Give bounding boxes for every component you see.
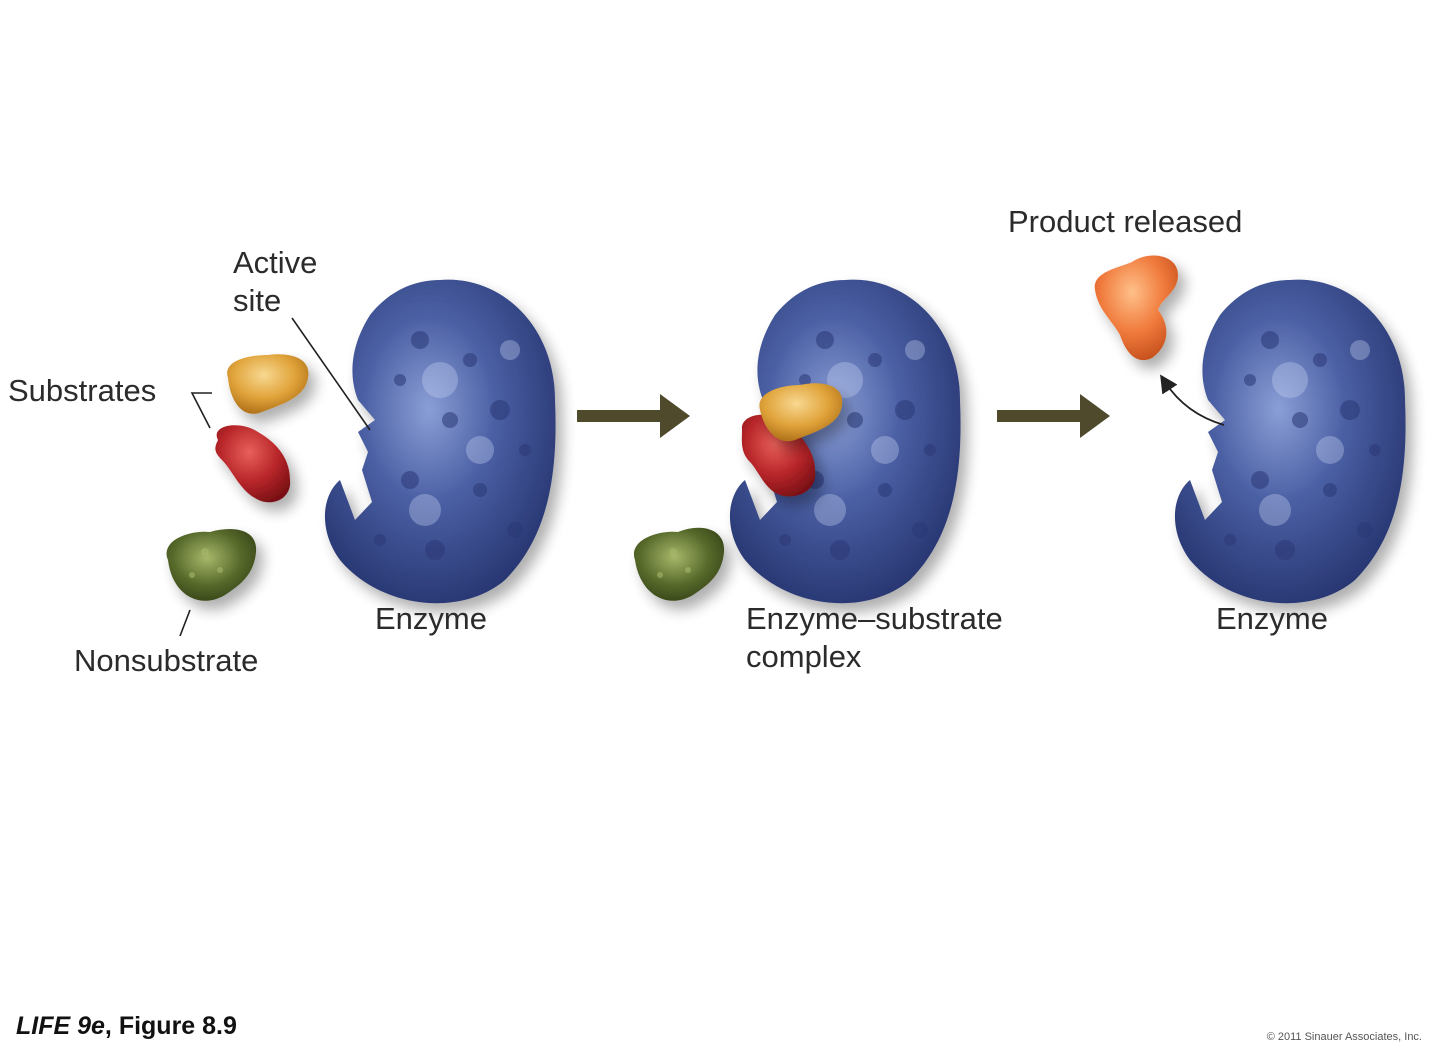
arrow-right-2 <box>997 394 1110 438</box>
enzyme-3-shape <box>1174 279 1406 604</box>
label-complex-2: complex <box>746 639 862 674</box>
substrate-red-1 <box>215 425 291 503</box>
copyright: © 2011 Sinauer Associates, Inc. <box>1266 1031 1422 1043</box>
arrow-right-1 <box>577 394 690 438</box>
figure-ref: , Figure 8.9 <box>104 1012 237 1040</box>
nonsubstrate-2 <box>633 527 725 601</box>
book-title: LIFE 9e <box>16 1012 105 1040</box>
label-product-released: Product released <box>1008 204 1243 239</box>
label-enzyme-2: Enzyme <box>1216 601 1328 636</box>
product-released-shape <box>1094 255 1178 361</box>
enzyme-1-shape <box>324 279 556 604</box>
figure-caption: LIFE 9e, Figure 8.9 <box>16 1012 237 1041</box>
release-arrow <box>1160 374 1225 426</box>
substrate-yellow-1 <box>227 354 309 414</box>
label-complex-1: Enzyme–substrate <box>746 601 1003 636</box>
label-enzyme-1: Enzyme <box>375 601 487 636</box>
label-nonsubstrate: Nonsubstrate <box>74 643 259 678</box>
label-active-site-1: Active <box>233 245 318 280</box>
nonsubstrate-1 <box>166 529 257 601</box>
substrate-yellow-bound <box>759 383 843 442</box>
label-substrates: Substrates <box>8 373 157 408</box>
label-active-site-2: site <box>233 283 282 318</box>
